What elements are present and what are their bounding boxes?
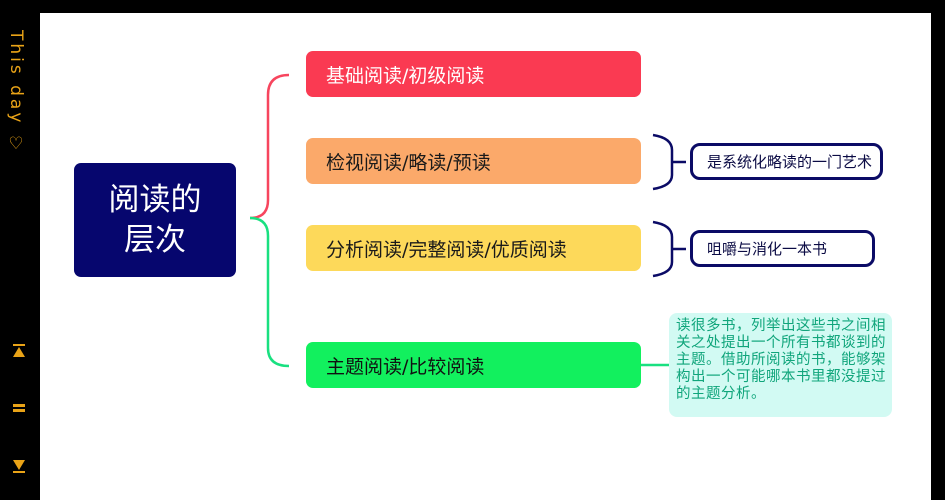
branch-label: 基础阅读/初级阅读 — [326, 64, 485, 87]
branch-syntopical-reading[interactable]: 主题阅读/比较阅读 — [306, 342, 641, 388]
branch-label: 分析阅读/完整阅读/优质阅读 — [326, 238, 567, 261]
note-syntopical[interactable]: 读很多书，列举出这些书之间相关之处提出一个所有书都谈到的主题。借助所阅读的书，能… — [669, 313, 892, 417]
branch-inspectional-reading[interactable]: 检视阅读/略读/预读 — [306, 138, 641, 184]
side-rail: This day ♡ — [0, 0, 40, 500]
menu-icon[interactable] — [11, 400, 27, 416]
scroll-bottom-icon[interactable] — [11, 458, 27, 474]
branch-analytical-reading[interactable]: 分析阅读/完整阅读/优质阅读 — [306, 225, 641, 271]
root-label: 阅读的层次 — [108, 182, 202, 258]
branch-label: 检视阅读/略读/预读 — [326, 151, 491, 174]
branch-label: 主题阅读/比较阅读 — [326, 355, 485, 378]
note-analytical[interactable]: 咀嚼与消化一本书 — [690, 230, 875, 267]
note-inspectional[interactable]: 是系统化略读的一门艺术 — [690, 143, 883, 180]
note-text: 读很多书，列举出这些书之间相关之处提出一个所有书都谈到的主题。借助所阅读的书，能… — [676, 318, 886, 402]
branch-basic-reading[interactable]: 基础阅读/初级阅读 — [306, 51, 641, 97]
rail-title: This day ♡ — [6, 30, 26, 157]
scroll-top-icon[interactable] — [11, 343, 27, 359]
note-text: 是系统化略读的一门艺术 — [707, 153, 873, 171]
root-node[interactable]: 阅读的层次 — [74, 163, 236, 277]
note-text: 咀嚼与消化一本书 — [707, 240, 828, 258]
